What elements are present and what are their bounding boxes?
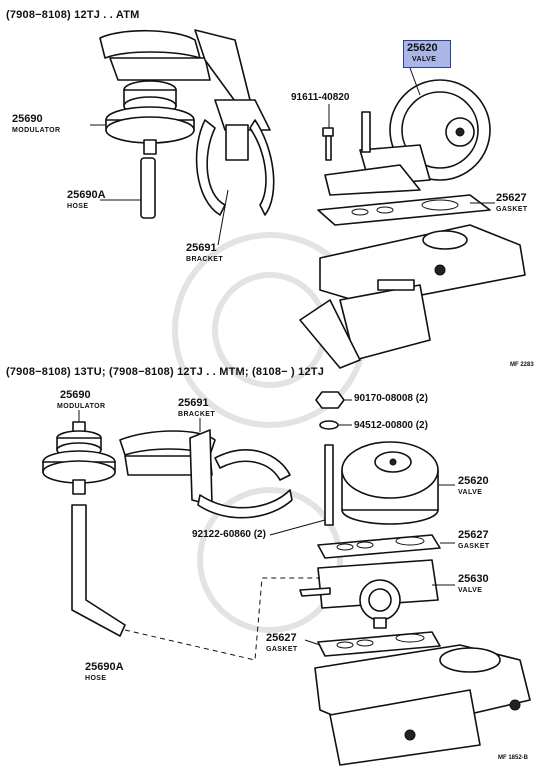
nut-drawing xyxy=(315,391,345,409)
valve-25630-drawing xyxy=(299,559,439,629)
section-header-bottom: (7908−8108) 13TU; (7908−8108) 12TJ . . M… xyxy=(6,366,325,378)
part-number-bracket-top[interactable]: 25691 xyxy=(186,242,217,254)
part-name-gasket-mid: GASKET xyxy=(458,543,490,550)
part-number-washer[interactable]: 94512-00800 (2) xyxy=(354,420,428,431)
gasket-mid-drawing xyxy=(317,534,441,559)
part-name-hose-top: HOSE xyxy=(67,203,89,210)
part-name-modulator-top: MODULATOR xyxy=(12,127,61,134)
part-number-bracket-bottom[interactable]: 25691 xyxy=(178,397,209,409)
hose-top-drawing xyxy=(140,157,156,219)
manifold-top-drawing xyxy=(299,224,526,369)
part-number-hose-bottom[interactable]: 25690A xyxy=(85,661,124,673)
part-number-hose-top[interactable]: 25690A xyxy=(67,189,106,201)
part-name-valve-bottom: VALVE xyxy=(458,489,483,496)
reference-code-top: MF 2283 xyxy=(510,362,534,368)
part-name-valve-25630: VALVE xyxy=(458,587,483,594)
highlight-box-25620 xyxy=(403,40,451,68)
part-number-gasket-low[interactable]: 25627 xyxy=(266,632,297,644)
part-name-bracket-top: BRACKET xyxy=(186,256,224,263)
part-number-stud[interactable]: 92122-60860 (2) xyxy=(192,529,266,540)
stud-drawing xyxy=(324,444,334,526)
part-name-hose-bottom: HOSE xyxy=(85,675,107,682)
hose-bottom-drawing xyxy=(71,504,126,637)
leader-lines xyxy=(78,67,495,661)
manifold-bottom-drawing xyxy=(314,644,531,766)
gasket-top-drawing xyxy=(317,194,491,226)
part-number-gasket-top[interactable]: 25627 xyxy=(496,192,527,204)
part-number-valve-top[interactable]: 25620 xyxy=(407,42,438,54)
modulator-bottom-drawing xyxy=(42,421,116,495)
valve-bottom-drawing xyxy=(341,441,439,525)
valve-top-drawing xyxy=(324,79,491,196)
part-number-modulator-bottom[interactable]: 25690 xyxy=(60,389,91,401)
part-number-nut[interactable]: 90170-08008 (2) xyxy=(354,393,428,404)
reference-code-bottom: MF 1852-B xyxy=(498,755,529,761)
part-name-valve-top: VALVE xyxy=(412,56,437,63)
washer-drawing xyxy=(319,420,339,430)
part-number-valve-bottom[interactable]: 25620 xyxy=(458,475,489,487)
gasket-low-drawing xyxy=(317,631,441,657)
part-name-gasket-low: GASKET xyxy=(266,646,298,653)
part-name-gasket-top: GASKET xyxy=(496,206,528,213)
bracket-bottom-drawing xyxy=(119,429,293,519)
bolt-top-drawing xyxy=(322,127,334,161)
section-header-top: (7908−8108) 12TJ . . ATM xyxy=(6,9,140,21)
modulator-top-drawing xyxy=(105,80,195,155)
bracket-top-drawing xyxy=(99,29,275,216)
part-name-bracket-bottom: BRACKET xyxy=(178,411,216,418)
part-number-valve-25630[interactable]: 25630 xyxy=(458,573,489,585)
part-name-modulator-bottom: MODULATOR xyxy=(57,403,106,410)
part-number-bolt-top[interactable]: 91611-40820 xyxy=(291,92,350,103)
part-number-gasket-mid[interactable]: 25627 xyxy=(458,529,489,541)
part-number-modulator-top[interactable]: 25690 xyxy=(12,113,43,125)
